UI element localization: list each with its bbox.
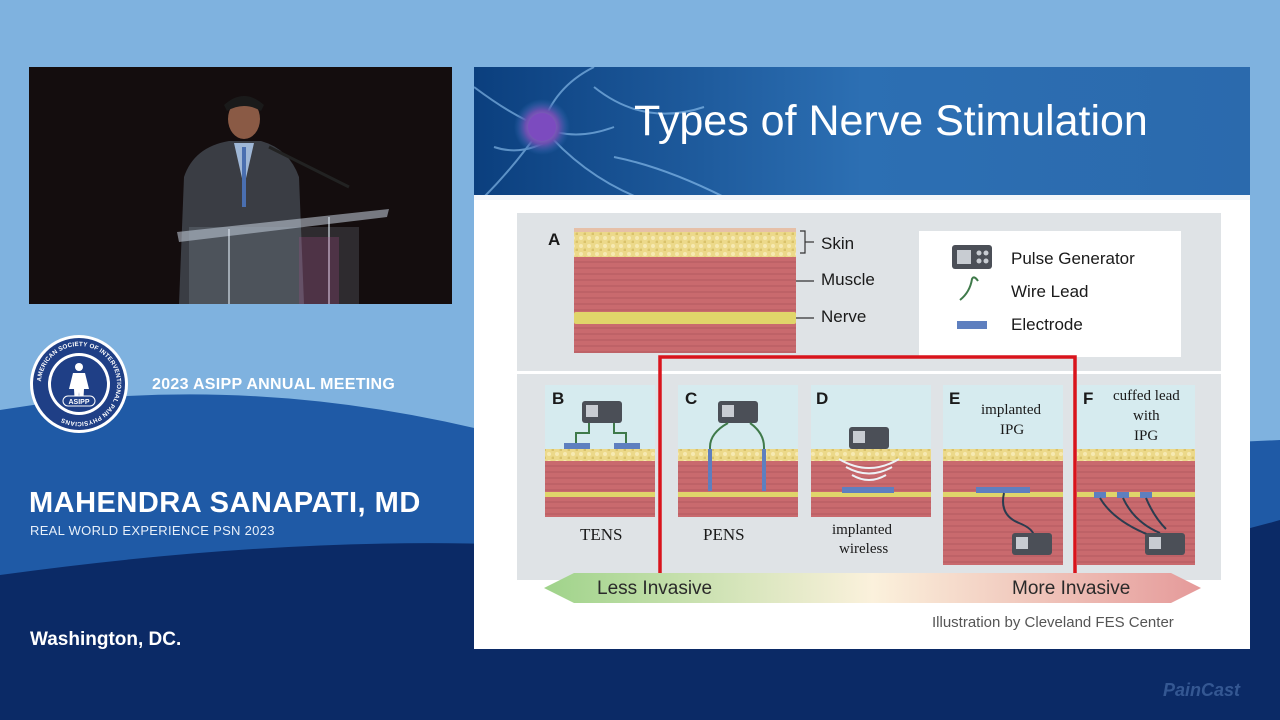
less-invasive-label: Less Invasive — [597, 578, 713, 599]
panel-b-tens-device — [564, 401, 640, 449]
paincast-watermark: PainCast — [1163, 680, 1241, 700]
panel-e-ipg-device — [976, 487, 1052, 555]
panel-e-caption-line1: implanted — [981, 402, 1041, 418]
more-invasive-label: More Invasive — [1012, 578, 1131, 599]
invasiveness-arrow — [544, 573, 1201, 603]
panel-f-caption-line1: cuffed lead — [1113, 388, 1180, 404]
muscle-label: Muscle — [821, 270, 875, 289]
legend-wire-lead-icon — [959, 276, 979, 301]
illustration-credit: Illustration by Cleveland FES Center — [932, 614, 1174, 631]
meeting-title: 2023 ASIPP ANNUAL MEETING — [152, 376, 396, 393]
asipp-logo: ASIPP AMERICAN SOCIETY OF INTERVENTIONAL… — [30, 335, 128, 433]
panel-c-pens-device — [708, 401, 766, 491]
panel-c-letter: C — [685, 389, 698, 408]
panel-a-letter: A — [548, 230, 561, 249]
panel-b-caption: TENS — [580, 525, 623, 544]
panel-a-tissue — [574, 228, 796, 353]
legend-wire-lead: Wire Lead — [1011, 282, 1089, 301]
slide-title: Types of Nerve Stimulation — [634, 97, 1148, 145]
panel-c-caption: PENS — [703, 525, 745, 544]
panel-d-caption-line1: implanted — [832, 522, 892, 538]
panel-d-caption-line2: wireless — [839, 541, 889, 557]
slide-banner — [474, 67, 1250, 200]
panel-e-letter: E — [949, 389, 961, 408]
speaker-name: MAHENDRA SANAPATI, MD — [29, 487, 421, 519]
panel-f-caption-line2: with — [1133, 408, 1160, 424]
panel-d-wireless-device — [838, 427, 900, 493]
legend-pulse-generator-icon — [952, 245, 992, 269]
nerve-stimulation-figure — [517, 213, 1221, 603]
talk-title: REAL WORLD EXPERIENCE PSN 2023 — [30, 523, 275, 538]
legend-electrode: Electrode — [1011, 315, 1083, 334]
panel-e-caption-line2: IPG — [1000, 422, 1025, 438]
svg-text:ASIPP: ASIPP — [68, 399, 89, 406]
event-location: Washington, DC. — [30, 629, 182, 650]
panel-b-letter: B — [552, 389, 565, 408]
legend-pulse-generator: Pulse Generator — [1011, 249, 1135, 268]
speaker-video — [29, 67, 452, 304]
presentation-slide: Types of Nerve Stimulation — [474, 67, 1250, 649]
panel-f-cuffed-device — [1094, 492, 1185, 555]
panel-d-letter: D — [816, 389, 829, 408]
nerve-label: Nerve — [821, 307, 867, 326]
panel-f-letter: F — [1083, 389, 1094, 408]
legend-electrode-icon — [957, 321, 987, 329]
skin-label: Skin — [821, 234, 855, 253]
panel-f-caption-line3: IPG — [1134, 428, 1159, 444]
